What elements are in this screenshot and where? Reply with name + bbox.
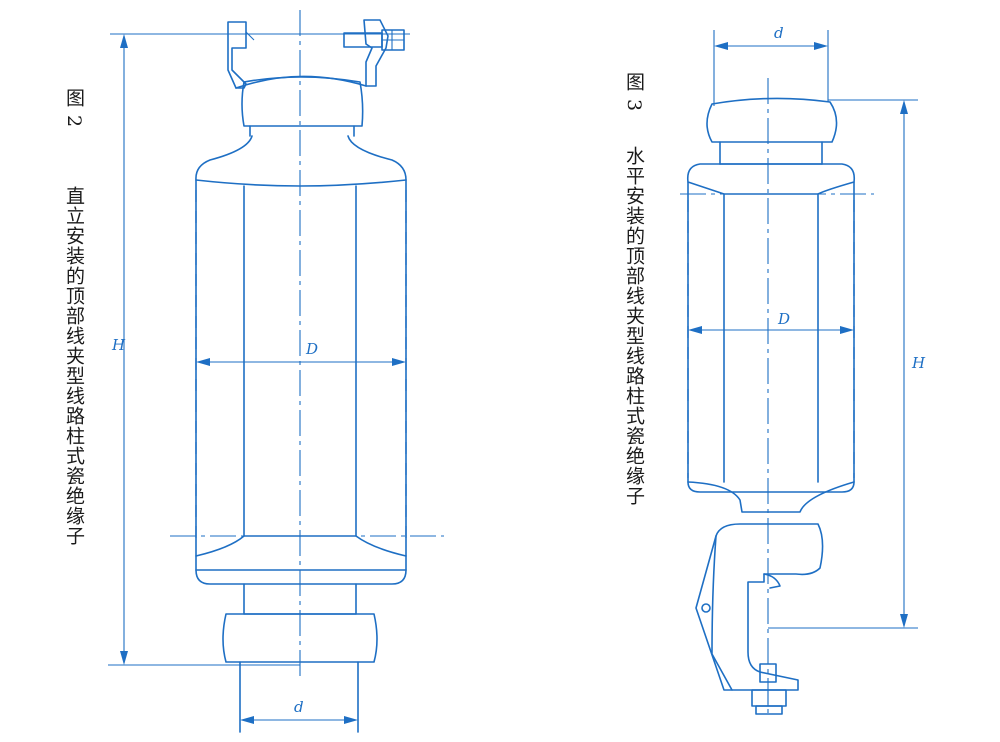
fig2-d-label: d (294, 698, 304, 716)
fig2-insulator-body (195, 135, 407, 585)
fig3-number: 图 3 (623, 72, 645, 113)
fig2-H-label: H (111, 336, 126, 354)
fig3-bolt (759, 663, 777, 683)
fig3-insulator-body (687, 181, 855, 493)
fig2-dimensions: H D d (108, 33, 410, 724)
figure-3-insulator (680, 78, 874, 715)
fig3-d-label: d (774, 24, 784, 42)
fig2-D-label: D (305, 340, 318, 358)
fig2-number: 图 2 (63, 88, 85, 129)
fig3-D-label: D (777, 310, 790, 328)
fig3-caption: 水平安装的顶部线夹型线路柱式瓷绝缘子 (623, 146, 645, 506)
fig2-bolt (343, 32, 383, 48)
figure-2-insulator (170, 10, 444, 733)
fig2-upper-cap (241, 76, 364, 127)
fig2-caption: 直立安装的顶部线夹型线路柱式瓷绝缘子 (63, 186, 85, 546)
fig3-upper-flare (686, 163, 856, 195)
fig2-base-cap (222, 613, 378, 663)
fig3-dimensions: d D H (688, 24, 926, 629)
fig3-top-cap (706, 97, 838, 143)
fig3-H-label: H (911, 354, 926, 372)
fig3-pin-hole (701, 603, 711, 613)
fig3-bottom-clamp (711, 523, 824, 691)
